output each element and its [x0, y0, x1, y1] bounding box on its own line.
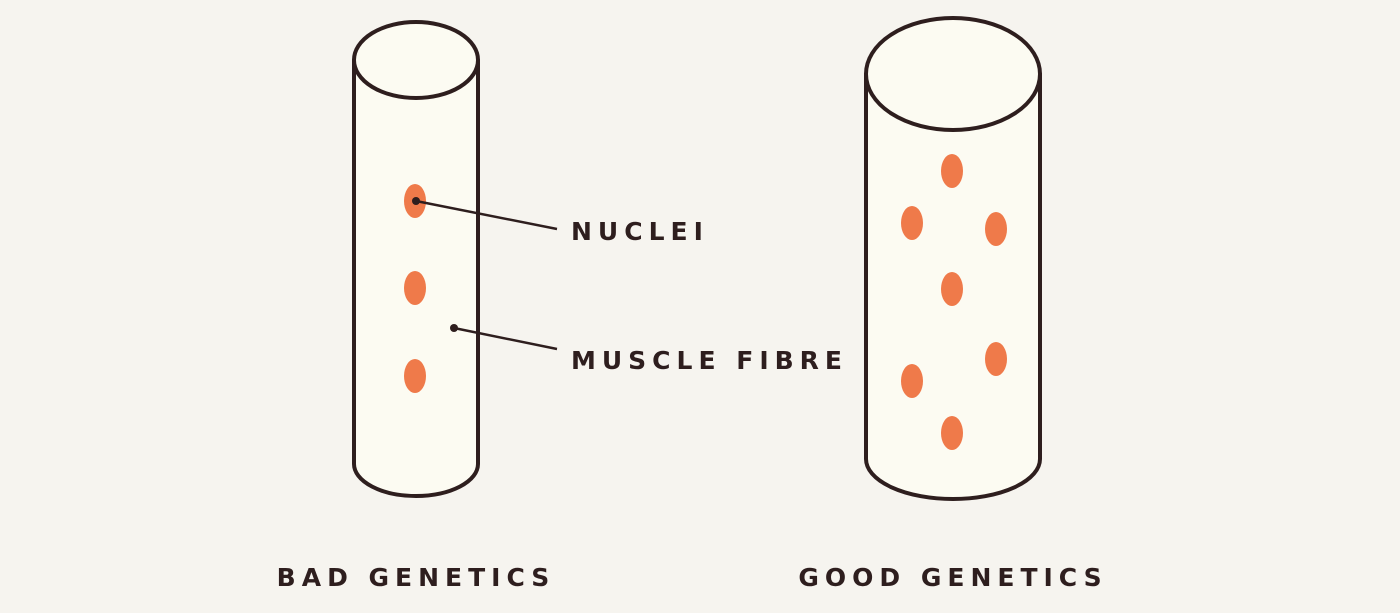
nucleus: [404, 271, 426, 305]
good-genetics-caption: GOOD GENETICS: [798, 563, 1107, 592]
nucleus: [941, 416, 963, 450]
good-genetics-fibre: [864, 16, 1042, 501]
muscle-fibre-callout-line: [453, 326, 558, 351]
nucleus: [901, 364, 923, 398]
muscle-fibre-label: MUSCLE FIBRE: [571, 346, 848, 375]
nucleus: [404, 359, 426, 393]
bad-fibre-top: [352, 20, 480, 100]
nucleus: [941, 272, 963, 306]
nucleus: [941, 154, 963, 188]
nuclei-callout-line: [415, 199, 558, 231]
nucleus: [985, 342, 1007, 376]
bad-genetics-fibre: [352, 20, 480, 498]
muscle-fibre-callout: MUSCLE FIBRE: [450, 324, 848, 375]
nuclei-label: NUCLEI: [571, 217, 709, 246]
nucleus: [985, 212, 1007, 246]
good-fibre-top: [864, 16, 1042, 132]
bad-genetics-caption: BAD GENETICS: [277, 563, 556, 592]
nucleus: [901, 206, 923, 240]
nuclei-callout: NUCLEI: [412, 197, 709, 246]
